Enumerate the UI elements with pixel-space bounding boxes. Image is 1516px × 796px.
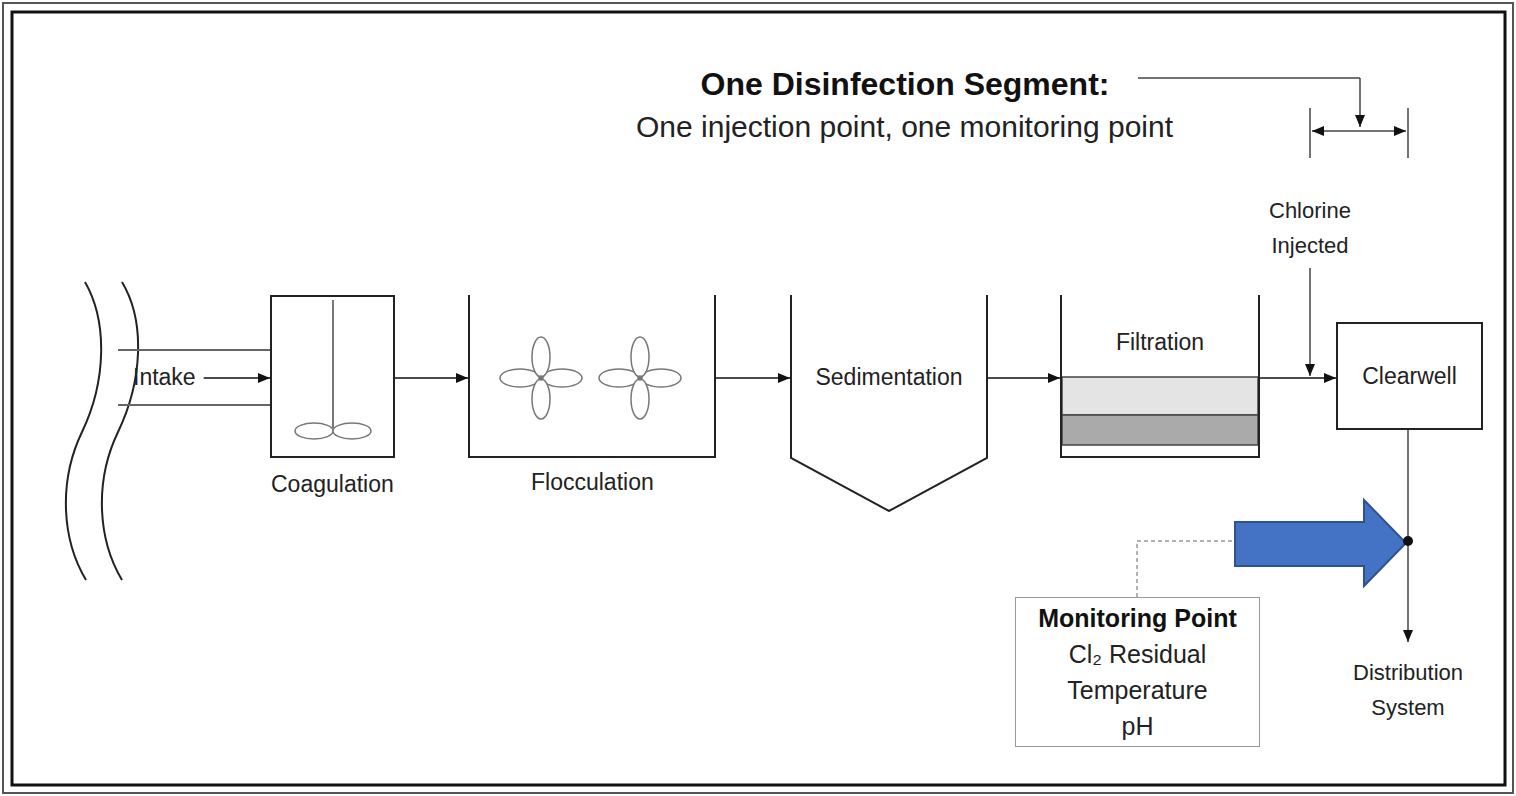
node-label: Clearwell	[1362, 363, 1457, 390]
node-label: Coagulation	[271, 471, 394, 498]
intake-channel	[118, 404, 270, 406]
intake-channel	[118, 349, 270, 351]
filter-media-layer	[1062, 377, 1258, 415]
mixer-blade	[295, 423, 333, 439]
flow-arrow	[716, 377, 790, 379]
inner-frame	[12, 12, 1505, 785]
river-line	[66, 282, 101, 580]
segment-bracket	[1309, 108, 1311, 158]
paddle-wheel	[599, 337, 681, 419]
node-label: Flocculation	[531, 469, 654, 496]
outer-frame	[3, 3, 1513, 793]
flocculation-tank: Flocculation	[468, 295, 716, 458]
leader-line	[1359, 78, 1361, 127]
flow-arrow	[988, 377, 1060, 379]
mixer-shaft	[332, 300, 334, 428]
highlight-arrow	[1235, 500, 1406, 586]
flow-arrow	[1260, 377, 1336, 379]
leader-line	[1138, 77, 1360, 79]
mixer-blade	[333, 423, 371, 439]
river-line	[102, 282, 138, 580]
monitoring-dot	[1403, 536, 1413, 546]
clearwell-tank: Clearwell	[1336, 322, 1483, 430]
sedimentation-basin: Sedimentation	[790, 295, 988, 512]
intake-channel: Intake	[125, 352, 204, 403]
parameter-name: pH	[1122, 708, 1154, 744]
hopper-outline	[791, 295, 987, 511]
panel-heading: Monitoring Point	[1038, 600, 1237, 636]
diagram-title: One Disinfection Segment:	[555, 66, 1255, 102]
segment-bracket	[1312, 130, 1406, 132]
coagulation-tank: Coagulation	[270, 295, 395, 458]
chlorine-injection-arrow	[1309, 268, 1311, 376]
parameter-name: Cl₂ Residual	[1069, 636, 1207, 672]
monitoring-panel: Monitoring PointCl₂ ResidualTemperaturep…	[1015, 597, 1260, 747]
hopper-outline	[790, 295, 988, 512]
filter-media-layer	[1062, 415, 1258, 445]
parameter-name: Temperature	[1067, 672, 1207, 708]
injection-label: Chlorine Injected	[1269, 193, 1351, 263]
node-label: Sedimentation	[815, 364, 962, 391]
monitoring-leader	[1137, 541, 1233, 597]
flow-arrow	[395, 377, 468, 379]
subtitle: One injection point, one monitoring poin…	[636, 110, 1173, 144]
outlet-label: Distribution System	[1353, 655, 1463, 725]
paddle-wheel	[500, 337, 582, 419]
node-label: Intake	[133, 364, 196, 391]
flow-arrow	[204, 377, 270, 379]
segment-bracket	[1407, 108, 1409, 158]
filter-bed: Filtration	[1060, 295, 1260, 458]
node-label: Filtration	[1116, 329, 1204, 356]
